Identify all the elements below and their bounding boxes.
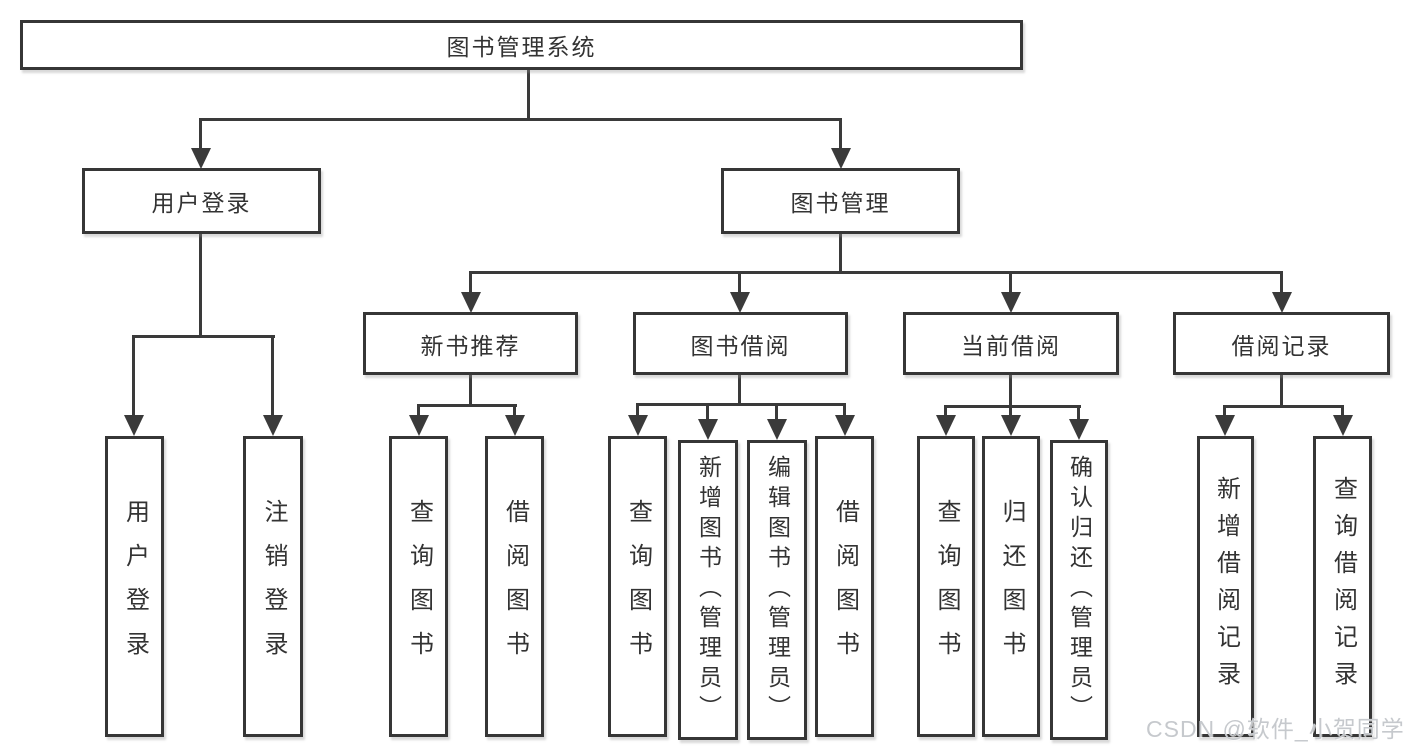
edge-user-login-rail	[132, 335, 275, 338]
arrow-down-icon	[461, 292, 481, 313]
arrow-down-icon	[124, 415, 144, 436]
edge-level1-rail	[199, 118, 842, 121]
edge-book-borrow-rail	[636, 403, 846, 406]
edge-borrow-record-stem	[1280, 374, 1283, 408]
edge-current-borrow-shaft	[1009, 271, 1012, 295]
edge-leaf-shaft	[775, 403, 778, 421]
edge-user-login-shaft	[199, 118, 202, 151]
arrow-down-icon	[505, 415, 525, 436]
edge-root-stem	[527, 69, 530, 120]
edge-new-book-shaft	[469, 271, 472, 295]
edge-borrow-record-shaft	[1280, 271, 1283, 295]
leaf-query-books-current-label: 查询图书	[933, 498, 960, 675]
edge-leaf-shaft	[843, 403, 846, 418]
edge-new-book-stem	[469, 374, 472, 407]
edge-leaf-shaft	[1341, 405, 1344, 418]
node-current-borrow: 当前借阅	[903, 312, 1119, 375]
leaf-query-books-current: 查询图书	[917, 436, 975, 737]
edge-book-borrow-shaft	[738, 271, 741, 295]
node-new-book-recommend-label: 新书推荐	[420, 332, 521, 359]
leaf-query-borrow-record-label: 查询借阅记录	[1329, 475, 1357, 698]
arrow-down-icon	[835, 415, 855, 436]
arrow-down-icon	[1333, 415, 1353, 436]
leaf-logout: 注销登录	[243, 436, 303, 737]
arrow-down-icon	[409, 415, 429, 436]
edge-leaf-shaft	[1077, 405, 1080, 421]
node-book-borrow-label: 图书借阅	[690, 332, 791, 359]
edge-leaf-shaft	[132, 335, 135, 417]
edge-current-borrow-stem	[1009, 374, 1012, 408]
leaf-user-login: 用户登录	[105, 436, 164, 737]
node-current-borrow-label: 当前借阅	[961, 332, 1061, 359]
node-book-management: 图书管理	[721, 168, 960, 234]
leaf-confirm-return-admin: 确认归还（管理员）	[1050, 440, 1108, 740]
edge-book-borrow-stem	[738, 374, 741, 406]
edge-book-mgmt-stem	[839, 234, 842, 274]
leaf-borrow-books-recommend-label: 借阅图书	[501, 498, 529, 675]
leaf-add-borrow-record-label: 新增借阅记录	[1212, 475, 1240, 698]
arrow-down-icon	[1001, 415, 1021, 436]
edge-user-login-stem	[199, 234, 202, 338]
arrow-down-icon	[698, 419, 718, 440]
leaf-query-books-recommend: 查询图书	[389, 436, 448, 737]
edge-leaf-shaft	[513, 404, 516, 418]
leaf-return-books: 归还图书	[982, 436, 1040, 737]
arrow-down-icon	[263, 415, 283, 436]
arrow-down-icon	[730, 292, 750, 313]
edge-leaf-shaft	[1009, 405, 1012, 418]
edge-leaf-shaft	[706, 403, 709, 421]
leaf-logout-label: 注销登录	[260, 498, 287, 675]
arrow-down-icon	[1215, 415, 1235, 436]
leaf-add-borrow-record: 新增借阅记录	[1197, 436, 1254, 737]
node-book-borrow: 图书借阅	[633, 312, 848, 375]
edge-current-borrow-rail	[944, 405, 1081, 408]
leaf-query-books-recommend-label: 查询图书	[405, 498, 433, 675]
edge-leaf-shaft	[271, 335, 274, 417]
leaf-query-books-borrow: 查询图书	[608, 436, 667, 737]
leaf-edit-book-admin-label: 编辑图书（管理员）	[764, 455, 791, 725]
edge-borrow-record-rail	[1223, 405, 1344, 408]
leaf-borrow-books-borrow-label: 借阅图书	[831, 498, 859, 675]
node-borrow-record-label: 借阅记录	[1231, 332, 1332, 359]
arrow-down-icon	[1272, 292, 1292, 313]
edge-leaf-shaft	[636, 403, 639, 418]
leaf-add-book-admin: 新增图书（管理员）	[678, 440, 738, 740]
edge-leaf-shaft	[944, 405, 947, 418]
edge-leaf-shaft	[1223, 405, 1226, 418]
leaf-query-borrow-record: 查询借阅记录	[1313, 436, 1372, 737]
leaf-query-books-borrow-label: 查询图书	[624, 498, 652, 675]
arrow-down-icon	[936, 415, 956, 436]
leaf-add-book-admin-label: 新增图书（管理员）	[695, 455, 722, 725]
leaf-edit-book-admin: 编辑图书（管理员）	[747, 440, 807, 740]
arrow-down-icon	[831, 148, 851, 169]
node-borrow-record: 借阅记录	[1173, 312, 1390, 375]
arrow-down-icon	[628, 415, 648, 436]
leaf-borrow-books-borrow: 借阅图书	[815, 436, 874, 737]
leaf-return-books-label: 归还图书	[998, 498, 1025, 675]
node-user-login: 用户登录	[82, 168, 321, 234]
edge-level2-rail	[469, 271, 1283, 274]
arrow-down-icon	[1069, 419, 1089, 440]
leaf-confirm-return-admin-label: 确认归还（管理员）	[1066, 455, 1093, 725]
node-book-management-label: 图书管理	[790, 190, 891, 216]
csdn-watermark: CSDN @软件_小贺同学	[1146, 716, 1405, 742]
edge-new-book-rail	[417, 404, 517, 407]
arrow-down-icon	[191, 148, 211, 169]
leaf-borrow-books-recommend: 借阅图书	[485, 436, 544, 737]
node-new-book-recommend: 新书推荐	[363, 312, 578, 375]
edge-book-mgmt-shaft	[839, 118, 842, 151]
arrow-down-icon	[767, 419, 787, 440]
node-user-login-label: 用户登录	[151, 190, 252, 216]
edge-leaf-shaft	[417, 404, 420, 418]
node-root-label: 图书管理系统	[446, 34, 597, 60]
node-root: 图书管理系统	[20, 20, 1023, 70]
leaf-user-login-label: 用户登录	[121, 498, 149, 675]
arrow-down-icon	[1001, 292, 1021, 313]
